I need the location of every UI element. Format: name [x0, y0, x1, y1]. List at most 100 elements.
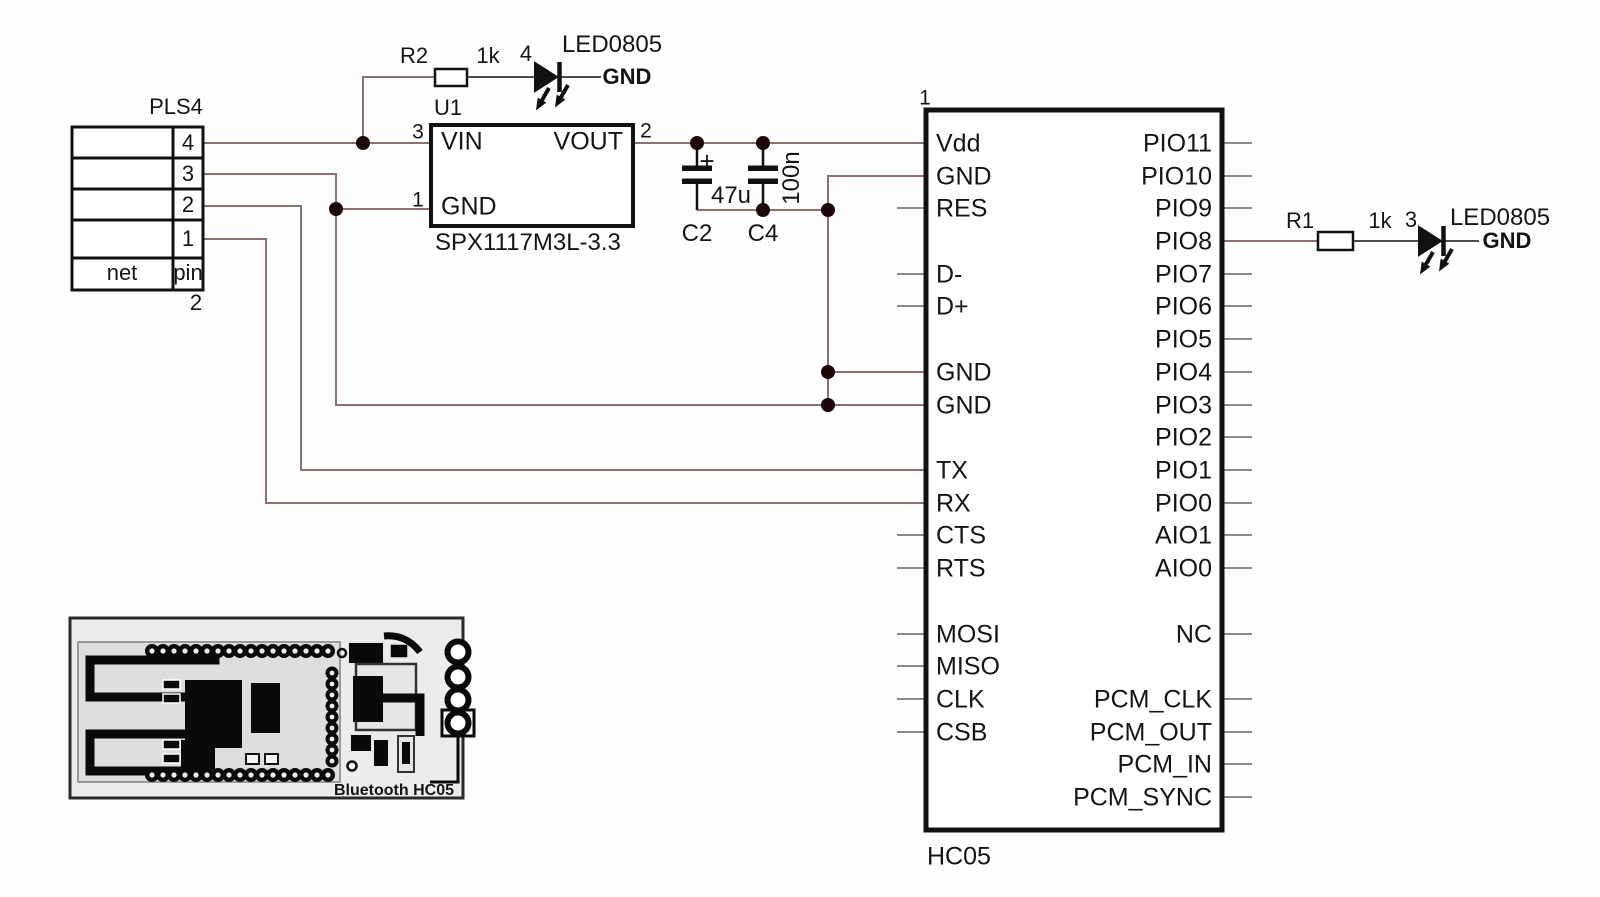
- junction: [756, 136, 770, 150]
- u1-refdes: U1: [434, 95, 463, 120]
- r1-value: 1k: [1368, 208, 1392, 233]
- c2-value: 47u: [710, 182, 752, 209]
- pcb-module-image[interactable]: [68, 616, 476, 800]
- junction-dots: [329, 136, 835, 412]
- pls4-pin-number: 1: [181, 226, 195, 251]
- pcb-pad-rows: [145, 644, 339, 782]
- led-triangle: [1418, 225, 1443, 257]
- hc05-pin-rx: RX: [936, 489, 971, 518]
- hc05-pin-nc: NC: [1175, 620, 1212, 649]
- hc05-pin-mosi: MOSI: [936, 620, 1000, 649]
- r2-value: 1k: [476, 43, 500, 68]
- hc05-refdes: HC05: [927, 842, 991, 871]
- c2-refdes: C2: [681, 220, 713, 247]
- pls4-connector[interactable]: [70, 125, 205, 292]
- hc05-pin-pcm-in: PCM_IN: [1117, 750, 1212, 779]
- led-d1-gnd-net-label: GND: [1482, 228, 1532, 253]
- pcb-components: [162, 632, 460, 784]
- capacitor-c4-symbol[interactable]: [748, 165, 778, 185]
- led-arrow: [1439, 248, 1454, 272]
- hc05-ic-body[interactable]: [923, 107, 1225, 833]
- cap-plate: [682, 165, 712, 171]
- hc05-pin-gnd3: GND: [936, 391, 992, 420]
- pcb-through-hole-pads: [440, 638, 476, 738]
- hc05-pin-rts: RTS: [936, 554, 986, 583]
- hc05-pin-pio5: PIO5: [1155, 325, 1212, 354]
- net-tx-wire: [203, 205, 926, 471]
- pls4-header-net: net: [106, 260, 138, 285]
- hc05-pin-pcm-out: PCM_OUT: [1089, 718, 1212, 747]
- u1-pin-number-vin: 3: [412, 120, 424, 144]
- net-gnd-vertical: [827, 175, 926, 405]
- pin-stubs: [897, 142, 1252, 798]
- net-rx-wire: [203, 238, 926, 504]
- pls4-footer-number: 2: [189, 290, 203, 315]
- hc05-pin-pio3: PIO3: [1155, 391, 1212, 420]
- hc05-pin-aio1: AIO1: [1155, 521, 1212, 550]
- u1-part-number: SPX1117M3L-3.3: [435, 229, 621, 256]
- net-gnd-long-wire: [203, 173, 926, 406]
- hc05-pin-pio7: PIO7: [1155, 260, 1212, 289]
- hc05-pin-cts: CTS: [936, 521, 986, 550]
- hc05-pin-gnd: GND: [936, 162, 992, 191]
- hc05-pin-pio2: PIO2: [1155, 423, 1212, 452]
- resistor-r1-body[interactable]: [1316, 230, 1355, 252]
- capacitor-c2-symbol[interactable]: [682, 165, 712, 185]
- led-triangle: [534, 61, 559, 93]
- u1-pin-vin: VIN: [441, 127, 483, 156]
- r1-refdes: R1: [1285, 208, 1315, 233]
- r2-refdes: R2: [399, 43, 429, 68]
- u1-pin-gnd: GND: [441, 192, 497, 221]
- hc05-pin-pcm-sync: PCM_SYNC: [1073, 783, 1212, 812]
- hc05-pin-pio8: PIO8: [1155, 227, 1212, 256]
- hc05-pin1-number: 1: [919, 86, 931, 110]
- pls4-pin-number: 3: [181, 161, 195, 186]
- hc05-pin-pio0: PIO0: [1155, 489, 1212, 518]
- hc05-pin-pio6: PIO6: [1155, 292, 1212, 321]
- led-arrow: [1420, 251, 1435, 275]
- hc05-pin-d-plus: D+: [936, 292, 969, 321]
- junction: [821, 398, 835, 412]
- c2-polarity-plus: +: [699, 146, 715, 176]
- led-d1-symbol[interactable]: [1416, 225, 1457, 277]
- pls4-outline[interactable]: [70, 125, 205, 292]
- hc05-pin-pcm-clk: PCM_CLK: [1093, 685, 1212, 714]
- junction: [329, 202, 343, 216]
- pls4-header-pin: pin: [173, 260, 203, 285]
- hc05-pin-miso: MISO: [936, 652, 1000, 681]
- hc05-pin-aio0: AIO0: [1155, 554, 1212, 583]
- hc05-pin-csb: CSB: [936, 718, 988, 747]
- hc05-pin-pio1: PIO1: [1155, 456, 1212, 485]
- pls4-title: PLS4: [149, 94, 203, 119]
- cap-plate: [748, 165, 778, 171]
- junction: [756, 203, 770, 217]
- c4-value: 100n: [778, 151, 805, 205]
- junction: [356, 136, 370, 150]
- component-lead-wires: [467, 76, 1479, 242]
- u1-pin-number-gnd: 1: [412, 188, 424, 212]
- hc05-pin-res: RES: [936, 194, 988, 223]
- hc05-pin-pio11: PIO11: [1142, 129, 1212, 158]
- u1-regulator-body[interactable]: [429, 123, 635, 228]
- hc05-pin-d-minus: D-: [936, 260, 963, 289]
- junction: [821, 203, 835, 217]
- resistor-r2-body[interactable]: [433, 67, 469, 88]
- net-wires: [203, 76, 1318, 504]
- led-d2-part: LED0805: [561, 31, 663, 58]
- net-r2-feed-wire: [362, 76, 435, 143]
- hc05-pin-pio9: PIO9: [1155, 194, 1212, 223]
- c4-refdes: C4: [747, 220, 779, 247]
- hc05-pin-gnd2: GND: [936, 358, 992, 387]
- cap-plate: [748, 178, 778, 184]
- pls4-pin-number: 2: [181, 192, 195, 217]
- hc05-pin-tx: TX: [936, 456, 968, 485]
- cap-plate: [682, 178, 712, 184]
- u1-pin-vout: VOUT: [553, 127, 623, 156]
- led-d2-symbol[interactable]: [532, 61, 573, 113]
- junction: [821, 365, 835, 379]
- led-d1-pin-number: 3: [1404, 207, 1418, 232]
- led-d2-gnd-net-label: GND: [602, 64, 652, 89]
- led-arrow: [536, 87, 551, 111]
- hc05-pin-clk: CLK: [936, 685, 985, 714]
